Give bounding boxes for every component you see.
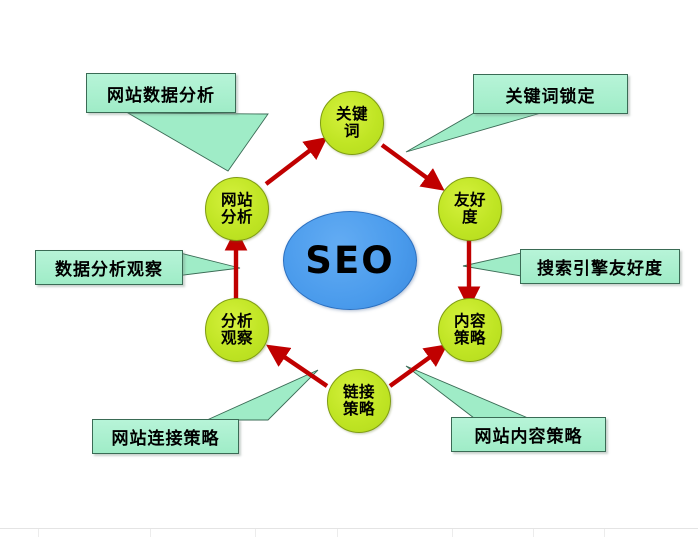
callout-site-content-policy-label: 网站内容策略 — [474, 427, 583, 447]
arrow-keyword-to-friendliness — [380, 143, 445, 191]
callout-pointer-data-analysis-observation — [175, 251, 241, 277]
node-keyword-line1: 关键 — [335, 105, 368, 124]
callout-pointer-keyword-lock — [405, 112, 542, 153]
callout-pointer-site-content-policy — [405, 365, 529, 419]
callout-site-data-analysis[interactable]: 网站数据分析 — [86, 73, 236, 113]
callout-site-content-policy[interactable]: 网站内容策略 — [451, 417, 606, 452]
node-analysis-watch[interactable]: 分析 观察 — [205, 298, 269, 362]
node-site-analysis-line2: 分析 — [220, 208, 253, 226]
node-friendliness-line1: 友好 — [453, 191, 486, 210]
callout-search-engine-friendliness-label: 搜索引擎友好度 — [537, 259, 663, 279]
node-content-policy[interactable]: 内容 策略 — [438, 298, 502, 362]
node-link-policy-line2: 策略 — [342, 400, 375, 418]
callout-data-analysis-observation[interactable]: 数据分析观察 — [35, 250, 183, 285]
node-analysis-watch-line2: 观察 — [220, 329, 253, 347]
callout-pointer-site-data-analysis — [126, 112, 269, 172]
node-content-policy-line2: 策略 — [453, 329, 486, 347]
callout-pointer-site-link-policy — [206, 369, 319, 421]
callout-site-link-policy-label: 网站连接策略 — [111, 429, 220, 449]
node-friendliness[interactable]: 友好 度 — [438, 177, 502, 241]
arrow-link-policy-to-content-policy — [388, 344, 448, 388]
node-link-policy-line1: 链接 — [342, 383, 375, 402]
callout-site-data-analysis-label: 网站数据分析 — [107, 85, 215, 106]
callout-keyword-lock-label: 关键词锁定 — [505, 86, 596, 107]
callout-pointer-search-engine-friendliness — [462, 252, 522, 277]
center-node-label: SEO — [305, 238, 395, 282]
node-friendliness-line2: 度 — [461, 208, 478, 226]
arrow-link-policy-to-analysis-watch — [266, 344, 329, 388]
center-node-seo[interactable]: SEO — [283, 211, 417, 310]
node-site-analysis[interactable]: 网站 分析 — [205, 177, 269, 241]
node-analysis-watch-line1: 分析 — [220, 312, 253, 331]
callout-keyword-lock[interactable]: 关键词锁定 — [473, 74, 628, 114]
callout-search-engine-friendliness[interactable]: 搜索引擎友好度 — [520, 249, 680, 284]
bottom-tick-marks — [0, 529, 698, 541]
node-content-policy-line1: 内容 — [453, 312, 486, 331]
callout-site-link-policy[interactable]: 网站连接策略 — [92, 419, 239, 454]
bottom-divider — [0, 528, 698, 529]
node-keyword[interactable]: 关键 词 — [320, 91, 384, 155]
callout-data-analysis-observation-label: 数据分析观察 — [55, 260, 163, 280]
node-keyword-line2: 词 — [343, 122, 360, 140]
arrow-site-analysis-to-keyword — [264, 136, 328, 186]
node-link-policy[interactable]: 链接 策略 — [327, 369, 391, 433]
node-site-analysis-line1: 网站 — [220, 191, 253, 210]
